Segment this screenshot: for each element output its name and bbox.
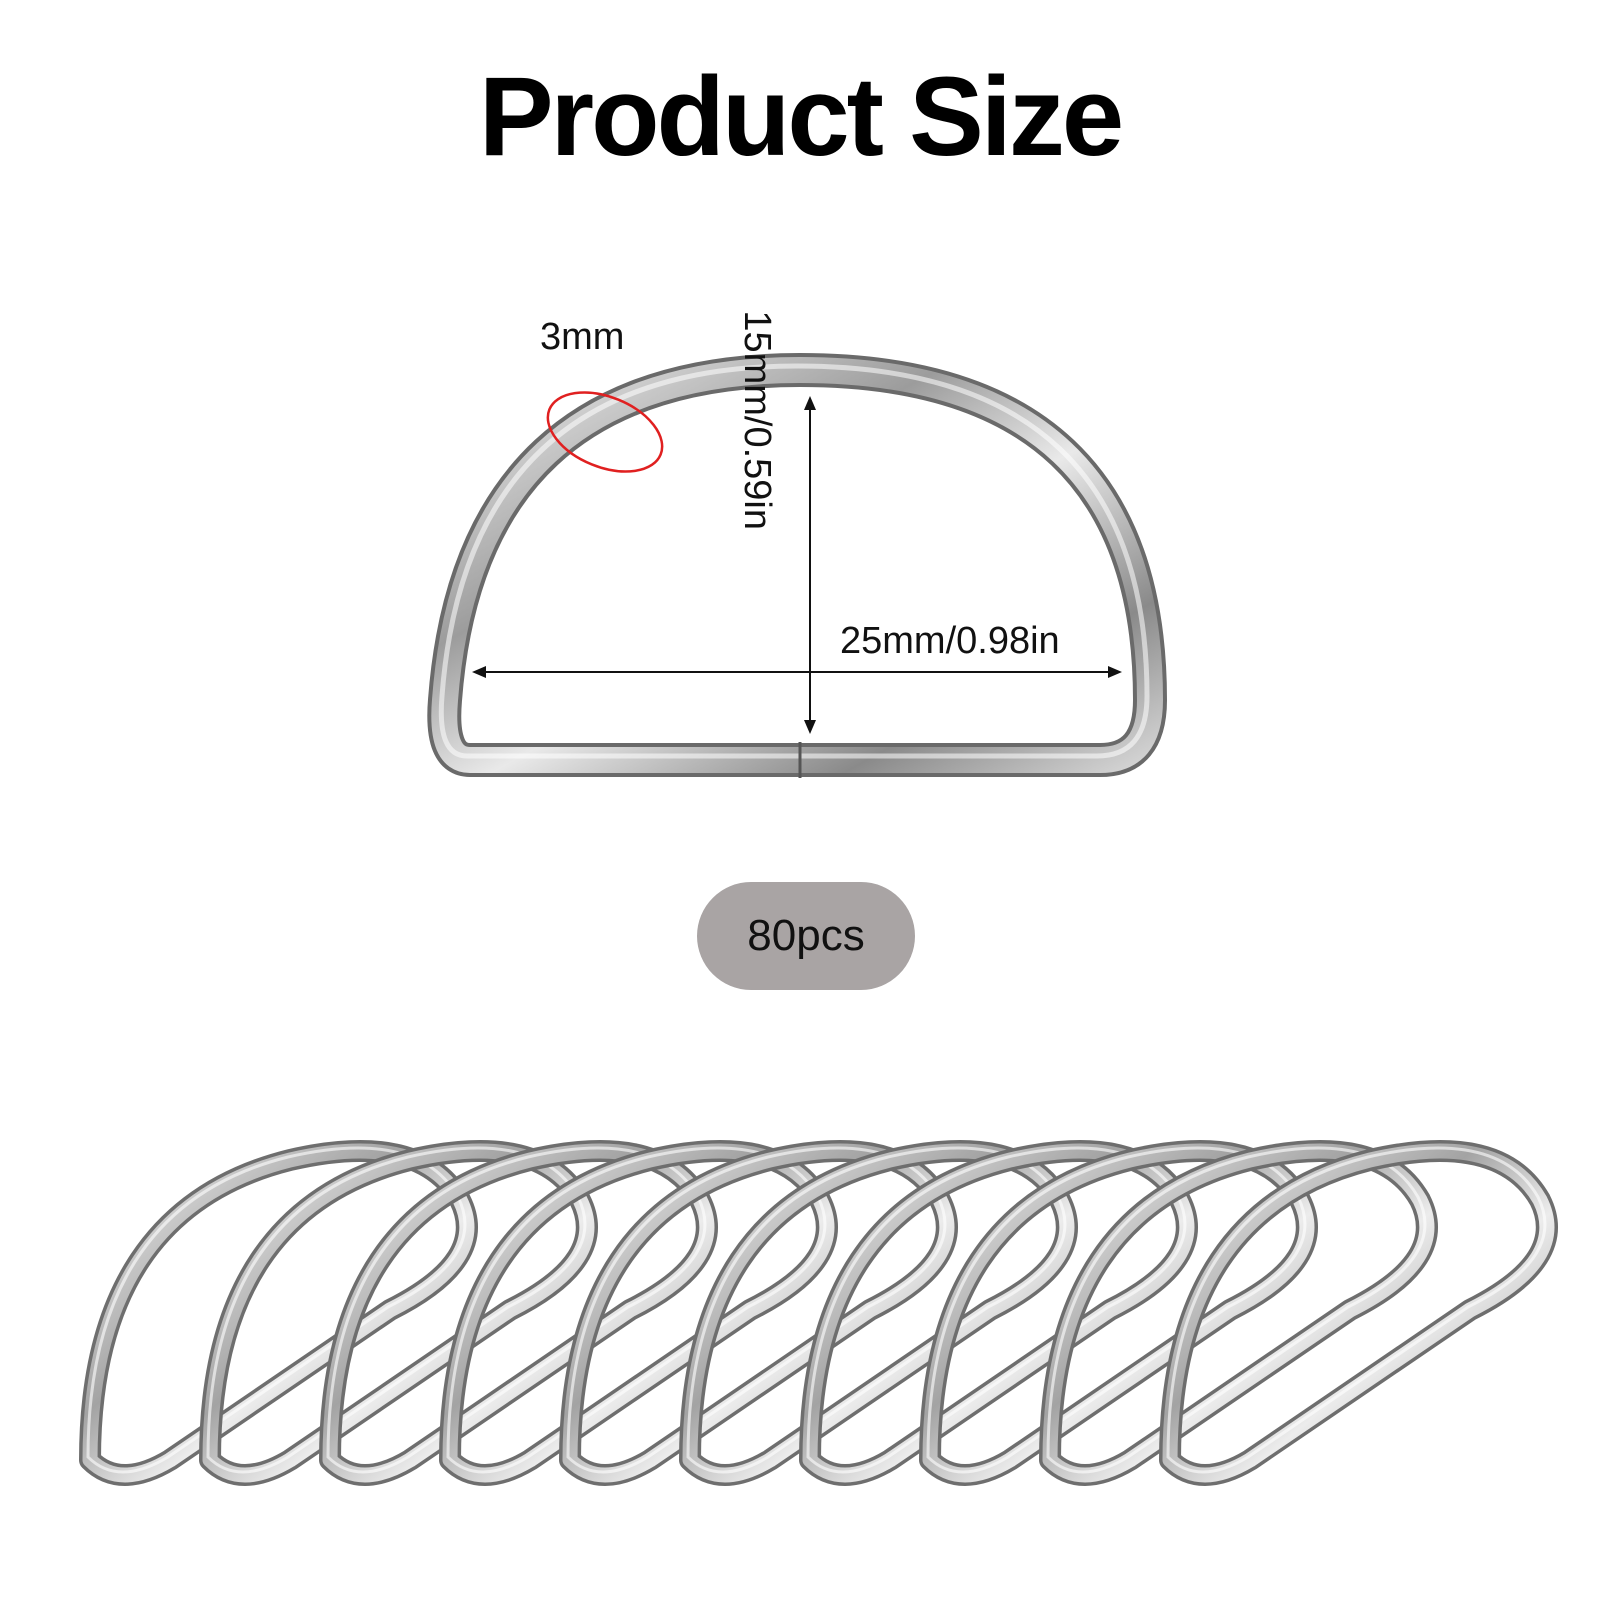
- d-ring-stack: [79, 1140, 1558, 1486]
- width-arrow: [472, 666, 1122, 678]
- width-label: 25mm/0.98in: [840, 620, 1060, 662]
- page-title: Product Size: [478, 54, 1124, 179]
- thickness-label: 3mm: [540, 316, 625, 358]
- height-arrow: [804, 396, 816, 734]
- height-label: 15mm/0.59in: [736, 310, 778, 530]
- d-ring-main: [427, 353, 1167, 778]
- thickness-highlight-circle: [546, 391, 664, 473]
- quantity-badge: 80pcs: [697, 882, 915, 990]
- height-label-wrap: 15mm/0.59in: [735, 310, 778, 640]
- stacked-d-ring: [1159, 1140, 1558, 1486]
- stacked-d-ring: [79, 1140, 478, 1486]
- d-ring-diagram: [427, 353, 1167, 778]
